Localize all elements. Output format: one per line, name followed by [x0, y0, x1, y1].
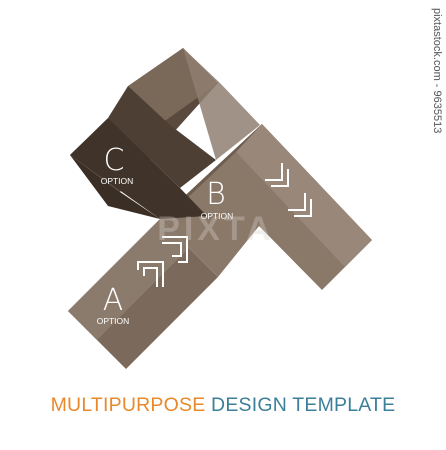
- option-c-letter: C: [104, 143, 125, 178]
- watermark-brand: PIXTA: [157, 210, 275, 248]
- stock-id-watermark: pixtastock.com - 9635513: [429, 8, 443, 208]
- stock-id-text: pixtastock.com - 9635513: [431, 8, 443, 134]
- page-title: MULTIPURPOSE DESIGN TEMPLATE: [0, 394, 446, 417]
- corner-arrow-icon: [265, 163, 289, 187]
- option-b-letter: B: [206, 177, 226, 212]
- corner-arrow-icon: [162, 236, 188, 263]
- option-a-label: OPTION: [97, 316, 130, 326]
- title-part-multipurpose: MULTIPURPOSE: [50, 394, 206, 416]
- option-c-label: OPTION: [101, 176, 134, 186]
- band-upper: [70, 48, 260, 219]
- option-b-label: OPTION: [201, 211, 234, 221]
- watermark-logo: PIXTA: [157, 210, 275, 248]
- title-part-design-template: DESIGN TEMPLATE: [211, 394, 396, 416]
- option-a-letter: A: [103, 283, 124, 318]
- corner-arrow-icon: [288, 193, 312, 217]
- corner-arrow-icon: [137, 261, 164, 287]
